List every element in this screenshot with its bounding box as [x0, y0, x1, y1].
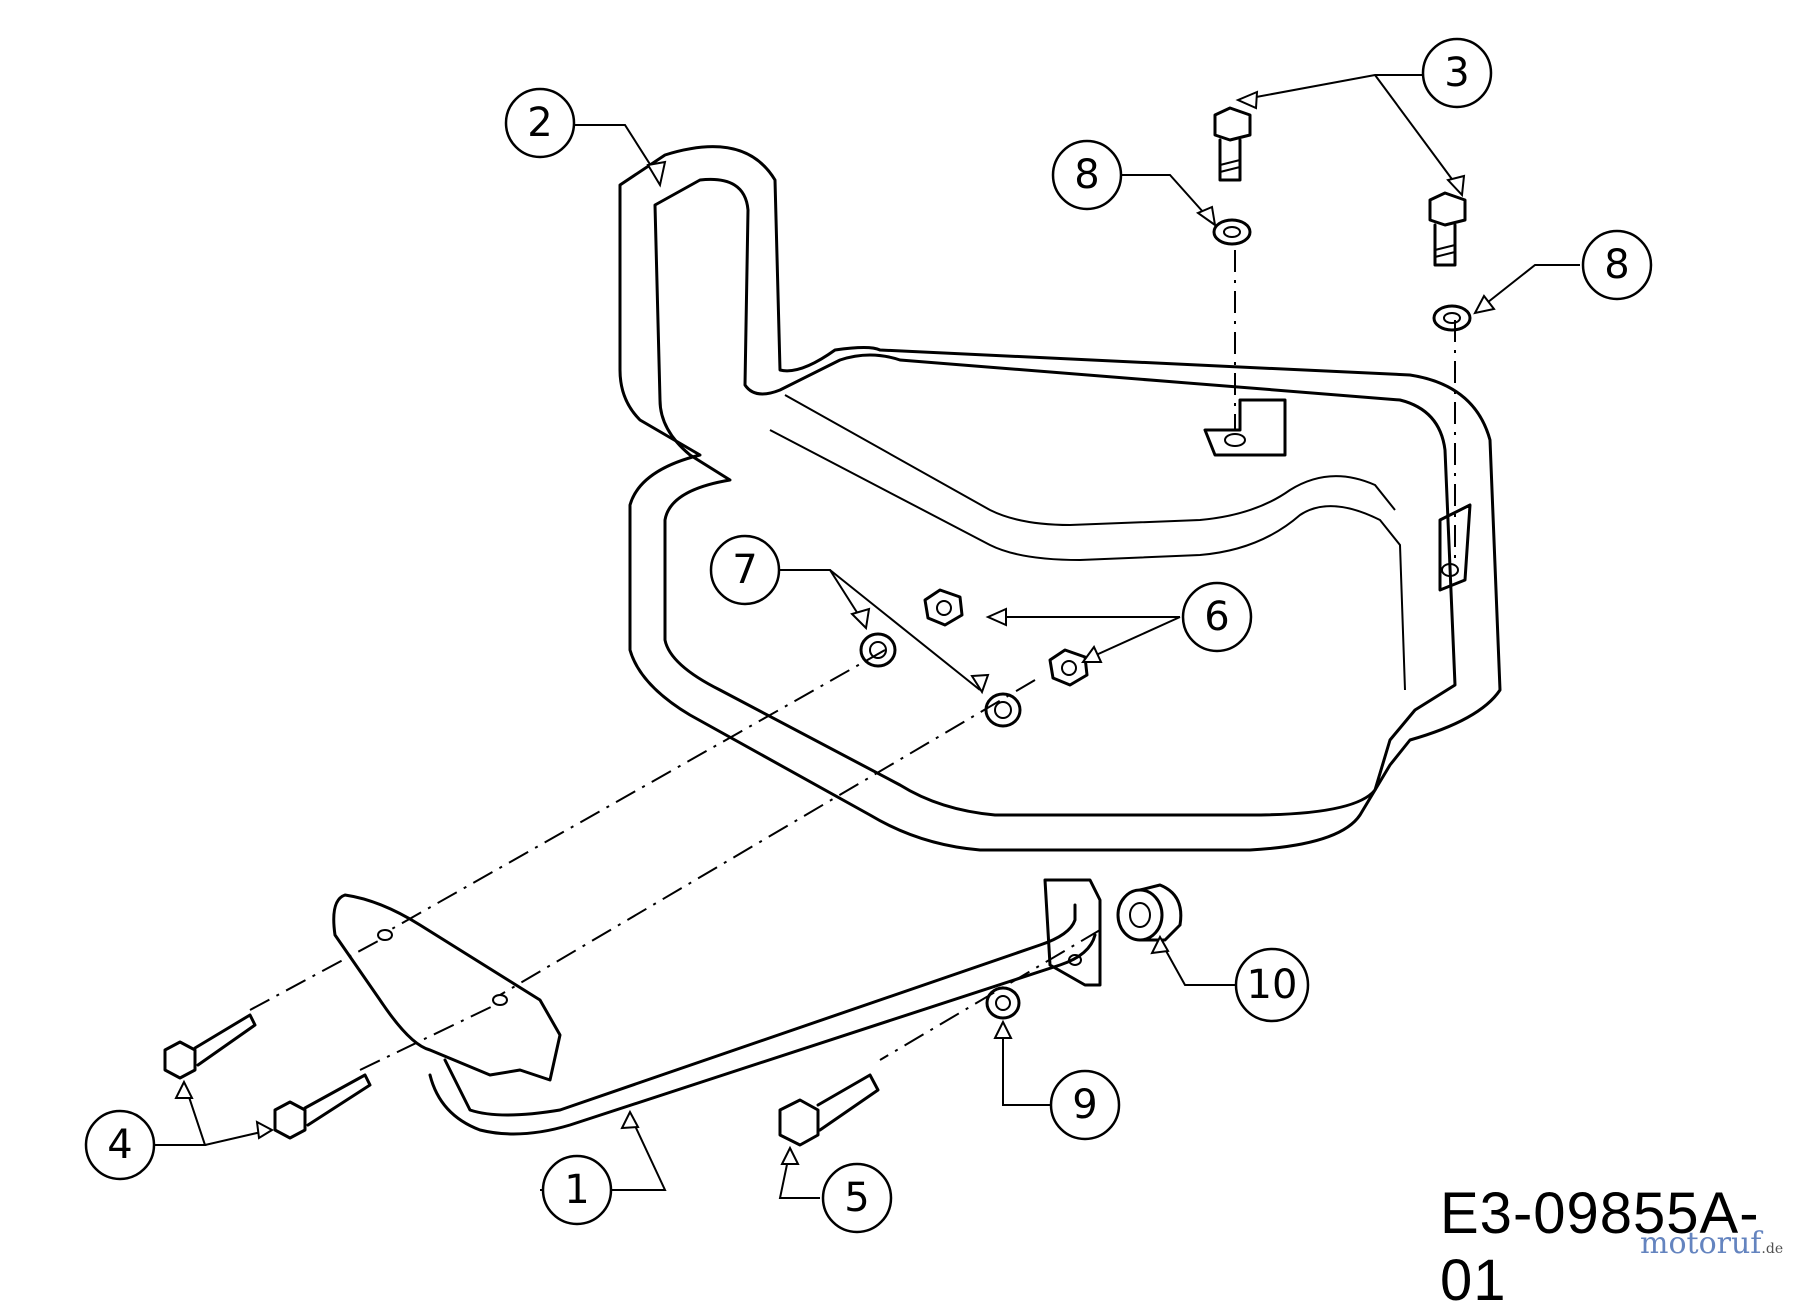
callout-8a-label: 8 — [1074, 152, 1099, 198]
callout-7: 7 — [709, 534, 781, 606]
callout-10-label: 10 — [1247, 962, 1298, 1008]
lock-washer-part — [1212, 218, 1472, 332]
spacer-part — [1116, 883, 1183, 942]
hex-bolt-part — [1213, 106, 1467, 267]
callout-6: 6 — [1181, 581, 1253, 653]
callout-6-label: 6 — [1204, 594, 1229, 640]
front-mount-bar-part — [332, 878, 1102, 1136]
watermark-text: motoruf — [1640, 1226, 1762, 1261]
hex-nut-part — [923, 588, 1089, 687]
callout-5-label: 5 — [844, 1175, 869, 1221]
callout-1: 1 — [541, 1154, 613, 1226]
callout-4-label: 4 — [107, 1122, 132, 1168]
hex-bolt-5-part — [778, 1073, 880, 1147]
watermark-tld: .de — [1761, 1241, 1784, 1257]
callout-8b-label: 8 — [1604, 242, 1629, 288]
bumper-frame-part — [618, 145, 1502, 852]
callout-9: 9 — [1049, 1069, 1121, 1141]
assembly-center-lines — [249, 250, 1456, 1071]
callout-2-label: 2 — [527, 100, 552, 146]
callout-3-label: 3 — [1444, 50, 1469, 96]
callout-10: 10 — [1234, 947, 1310, 1023]
callout-7-label: 7 — [732, 547, 757, 593]
leader-lines — [155, 74, 1580, 1199]
callout-1-label: 1 — [564, 1167, 589, 1213]
lock-washer-7-part — [859, 632, 1022, 728]
callout-8b: 8 — [1581, 229, 1653, 301]
watermark-logo: motoruf.de — [1640, 1226, 1783, 1261]
exploded-parts-diagram: 1 2 3 4 5 6 7 8 8 9 10 — [84, 37, 1653, 1234]
frame-mounting-bracket — [1203, 398, 1472, 592]
callout-4: 4 — [84, 1109, 156, 1181]
callout-3: 3 — [1421, 37, 1493, 109]
callout-2: 2 — [504, 87, 576, 159]
callout-9-label: 9 — [1072, 1082, 1097, 1128]
leader-arrowheads — [174, 90, 1496, 1165]
callout-5: 5 — [821, 1162, 893, 1234]
hex-bolt-4-part — [163, 1013, 372, 1140]
callout-8a: 8 — [1051, 139, 1123, 211]
lock-washer-9-part — [985, 986, 1021, 1020]
